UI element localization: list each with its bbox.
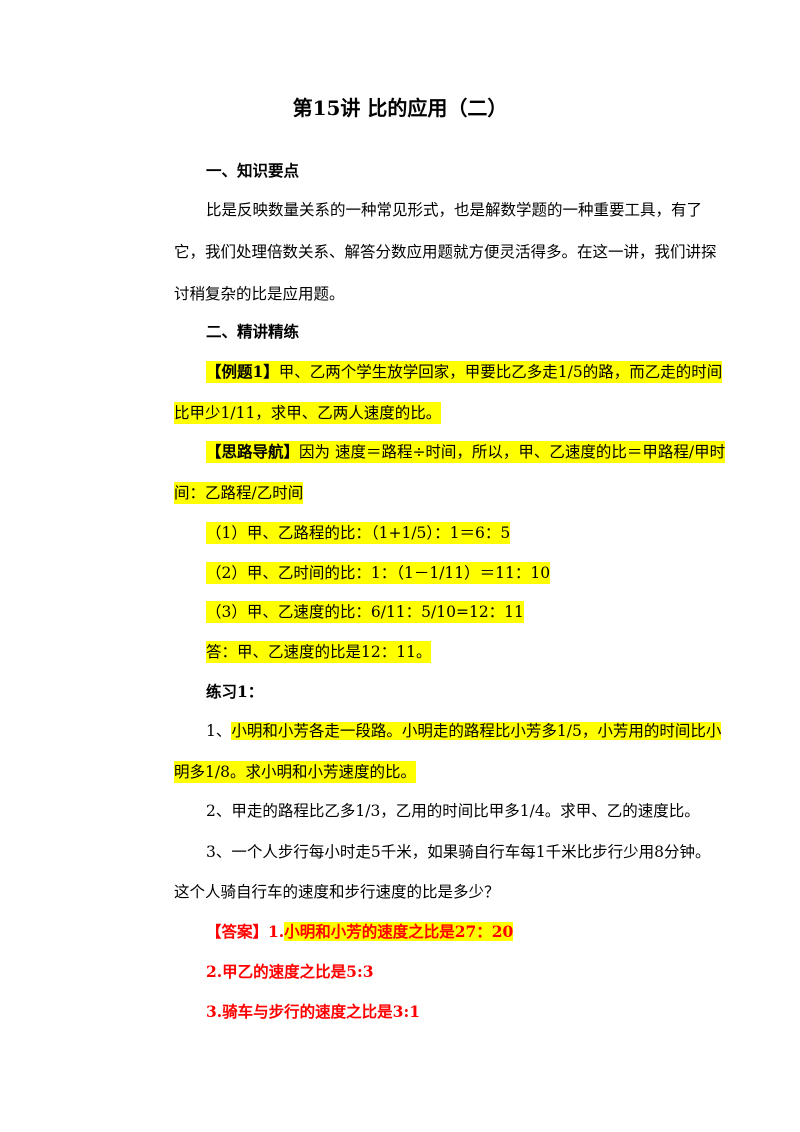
paragraph-line: 比是反映数量关系的一种常见形式，也是解数学题的一种重要工具，有了 [206,201,703,219]
practice-question: 这个人骑自行车的速度和步行速度的比是多少？ [174,883,500,901]
answer-number: 1. [268,922,285,941]
answer-line: 2.甲乙的速度之比是5:3 [206,962,374,981]
section-heading-practice: 二、精讲精练 [206,322,300,341]
guide-step: （2）甲、乙时间的比：1：（1－1/11）＝11：10 [206,562,551,584]
guide-answer: 答：甲、乙速度的比是12：11。 [206,641,432,663]
guide-line: 【思路导航】因为 速度＝路程÷时间，所以，甲、乙速度的比＝甲路程/甲时 [206,441,726,463]
paragraph-line: 讨稍复杂的比是应用题。 [174,285,345,303]
guide-label: 【思路导航】 [206,442,300,461]
question-text: 小明和小芳各走一段路。小明走的路程比小芳多1/5，小芳用的时间比小 [231,722,722,740]
practice-question: 1、小明和小芳各走一段路。小明走的路程比小芳多1/5，小芳用的时间比小 [206,720,722,742]
guide-line: 间：乙路程/乙时间 [174,482,304,504]
section-heading-knowledge: 一、知识要点 [206,161,300,180]
practice-heading: 练习1： [206,682,264,701]
page-title: 第15讲 比的应用（二） [292,96,508,120]
example-text: 甲、乙两个学生放学回家，甲要比乙多走1/5的路，而乙走的时间 [278,363,723,381]
guide-step: （3）甲、乙速度的比：6/11：5/10=12：11 [206,601,524,623]
answer-label: 【答案】 [206,922,269,941]
example-line: 比甲少1/11，求甲、乙两人速度的比。 [174,402,442,424]
guide-step: （1）甲、乙路程的比：（1+1/5）：1＝6：5 [206,522,511,544]
answer-line: 【答案】1.小明和小芳的速度之比是27：20 [206,921,514,943]
practice-question: 3、一个人步行每小时走5千米，如果骑自行车每1千米比步行少用8分钟。 [206,843,711,861]
example-label: 【例题1】 [206,362,279,381]
example-line: 【例题1】甲、乙两个学生放学回家，甲要比乙多走1/5的路，而乙走的时间 [206,361,723,383]
question-number: 1、 [206,722,232,740]
answer-line: 3.骑车与步行的速度之比是3:1 [206,1002,420,1021]
paragraph-line: 它，我们处理倍数关系、解答分数应用题就方便灵活得多。在这一讲，我们讲探 [174,243,717,261]
answer-text: 小明和小芳的速度之比是27：20 [284,922,514,941]
guide-text: 因为 速度＝路程÷时间，所以，甲、乙速度的比＝甲路程/甲时 [299,443,726,461]
practice-question: 2、甲走的路程比乙多1/3，乙用的时间比甲多1/4。求甲、乙的速度比。 [206,802,700,820]
practice-question: 明多1/8。求小明和小芳速度的比。 [174,761,416,783]
